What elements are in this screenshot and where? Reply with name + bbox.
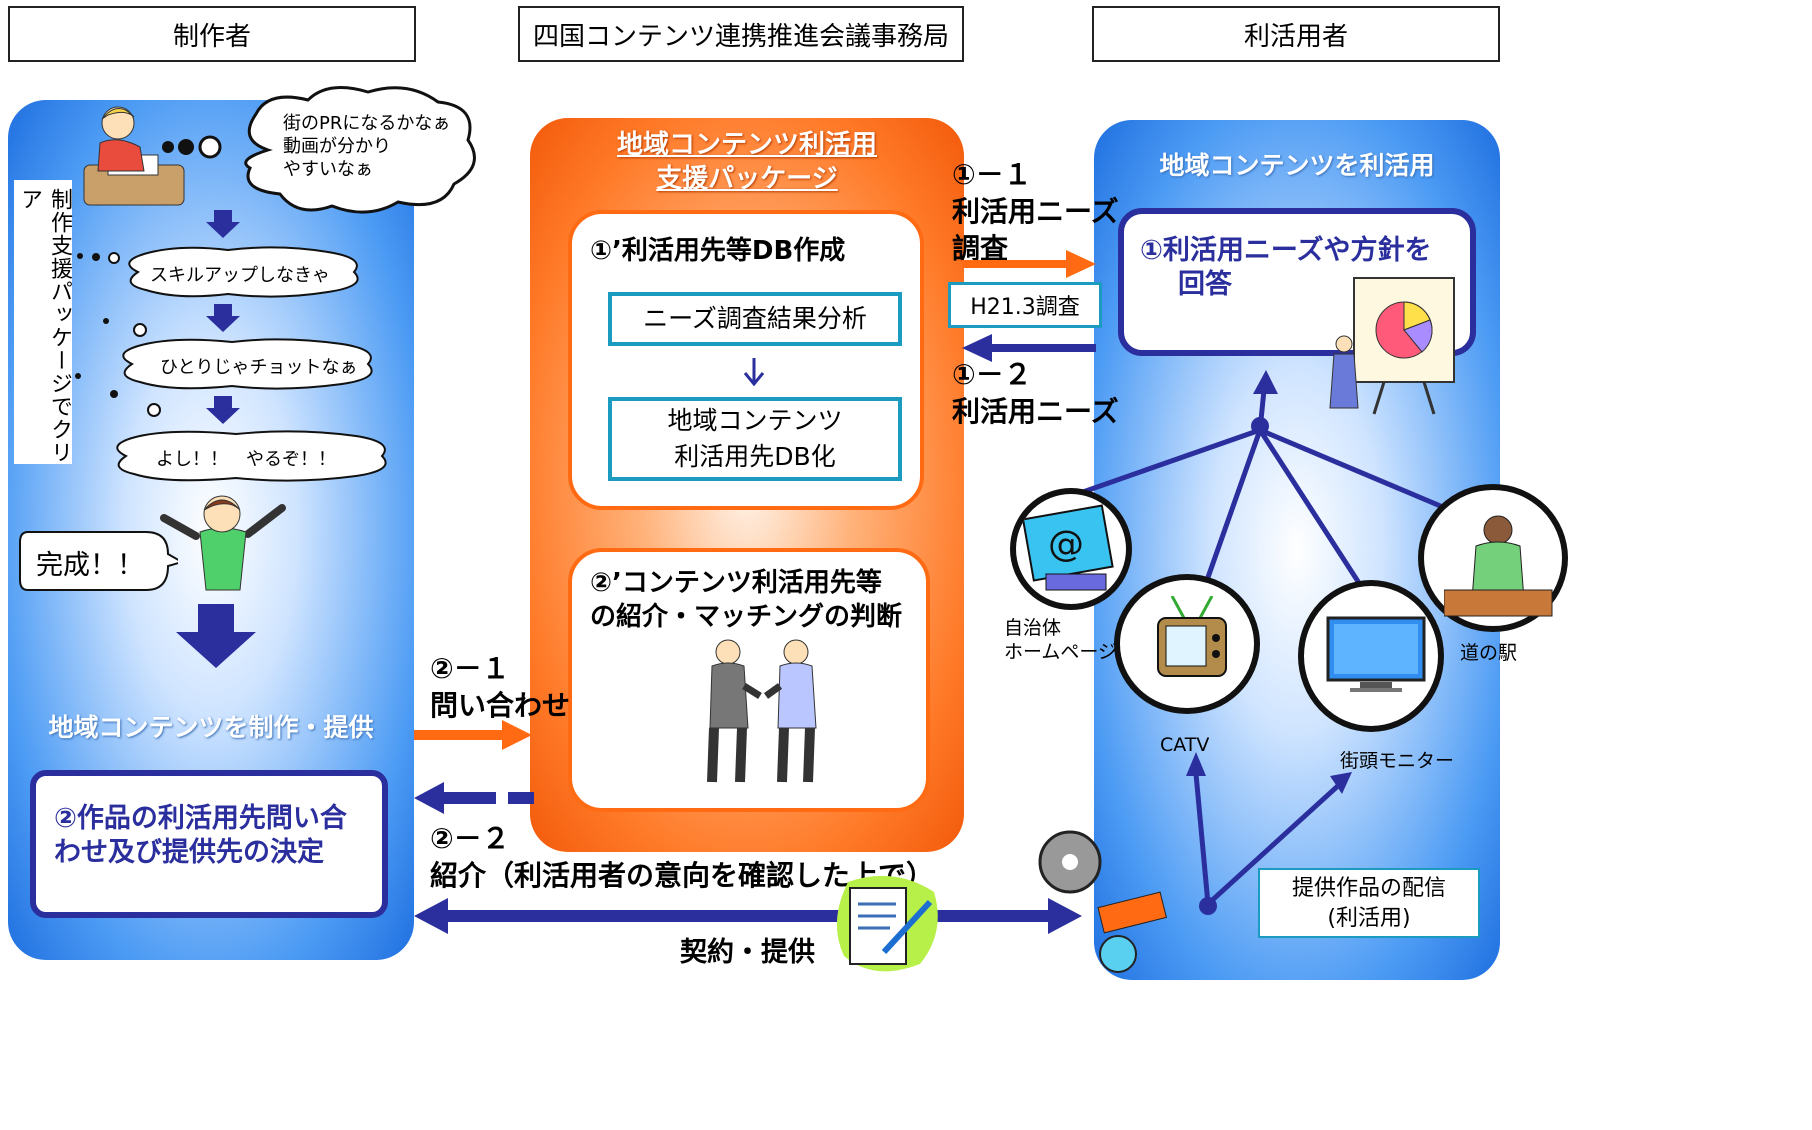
michinoeki-label: 道の駅 — [1460, 642, 1518, 664]
homepage-label-line-2: ホームページ — [1004, 641, 1118, 663]
matching-title: ②’コンテンツ利活用先等 の紹介・マッチングの判断 — [590, 566, 902, 634]
survey-label: ①－１ 利活用ニーズ 調査 — [952, 156, 1119, 267]
header-secretariat: 四国コンテンツ連携推進会議事務局 — [518, 6, 964, 62]
thought-text: 街のPRになるかなぁ 動画が分かり やすいなぁ — [283, 112, 450, 181]
vertical-label: 制作支援パッケージでクリア — [17, 188, 72, 464]
thought-cloud — [244, 86, 476, 214]
decision-box: ②作品の利活用先問い合 わせ及び提供先の決定 — [30, 770, 388, 918]
presentation-chart-illustration — [1329, 277, 1455, 415]
inquiry-line-2: 問い合わせ — [430, 689, 571, 722]
flat-monitor-icon — [1326, 616, 1426, 692]
contract-document-icon — [836, 875, 938, 972]
matching-line-2: の紹介・マッチングの判断 — [590, 602, 903, 632]
survey-date-box: H21.3調査 — [948, 282, 1102, 328]
homepage-label-line-1: 自治体 — [1004, 617, 1062, 639]
thought-line-3: やすいなぁ — [283, 159, 373, 180]
needs-line-1: ①－２ — [952, 358, 1032, 391]
needs-arrow — [962, 334, 1096, 362]
inquiry-arrow — [414, 720, 532, 750]
down-arrow-3 — [206, 396, 240, 424]
homepage-circle: @ — [1010, 488, 1132, 610]
answer-line-2: 回答 — [1178, 269, 1232, 300]
needs-analysis-box: ニーズ調査結果分析 — [608, 292, 902, 346]
media-reels-icon — [1038, 830, 1167, 973]
header-user-label: 利活用者 — [1243, 21, 1348, 52]
delivery-line-1: 提供作品の配信 — [1291, 876, 1446, 901]
db-box-line-1: 地域コンテンツ — [667, 406, 843, 435]
homepage-label: 自治体 ホームページ — [1004, 616, 1117, 664]
thought-line-1: 街のPRになるかなぁ — [283, 113, 451, 134]
cloud-3-shape — [116, 430, 387, 482]
support-package-title: 地域コンテンツ利活用 支援パッケージ — [530, 128, 964, 196]
svg-text:@: @ — [1048, 524, 1084, 565]
inquiry-label: ②－１ 問い合わせ — [430, 650, 570, 724]
contract-label: 契約・提供 — [680, 937, 815, 968]
matching-line-1: ②’コンテンツ利活用先等 — [590, 568, 882, 598]
computer-at-icon: @ — [1021, 504, 1114, 591]
decision-line-2: わせ及び提供先の決定 — [54, 837, 324, 868]
thinking-person-illustration — [83, 106, 185, 206]
survey-line-3: 調査 — [952, 232, 1009, 265]
shop-clerk-icon — [1443, 515, 1553, 617]
decision-line-1: ②作品の利活用先問い合 — [54, 803, 347, 834]
needs-analysis-label: ニーズ調査結果分析 — [643, 304, 867, 333]
cloud-1-shape — [128, 246, 359, 298]
delivery-line-2: (利活用) — [1327, 906, 1411, 931]
catv-label: CATV — [1160, 734, 1210, 756]
delivery-box: 提供作品の配信 (利活用) — [1258, 868, 1480, 938]
header-secretariat-label: 四国コンテンツ連携推進会議事務局 — [532, 21, 949, 52]
survey-date-label: H21.3調査 — [970, 295, 1080, 320]
channel-network — [1059, 370, 1451, 915]
survey-line-2: 利活用ニーズ — [952, 195, 1119, 228]
cloud-2-text: ひとりじゃチョットなぁ — [160, 357, 358, 378]
contract-arrow — [414, 898, 1082, 934]
cloud-1-text: スキルアップしなきゃ — [150, 265, 330, 286]
big-down-arrow — [176, 604, 256, 668]
support-title-line-2: 支援パッケージ — [656, 164, 838, 194]
db-box-line-2: 利活用先DB化 — [674, 442, 836, 471]
creator-panel-title: 地域コンテンツを制作・提供 — [48, 713, 374, 742]
support-title-line-1: 地域コンテンツ利活用 — [616, 130, 877, 160]
header-user: 利活用者 — [1092, 6, 1500, 62]
analysis-arrow — [743, 358, 765, 386]
thought-line-2: 動画が分かり — [283, 136, 391, 157]
down-arrow-2 — [206, 304, 240, 332]
down-arrow-1 — [206, 210, 240, 238]
monitor-label: 街頭モニター — [1340, 750, 1455, 772]
monitor-circle — [1298, 580, 1444, 732]
header-creator-label: 制作者 — [172, 21, 251, 52]
db-box: 地域コンテンツ 利活用先DB化 — [608, 397, 902, 481]
inquiry-line-1: ②－１ — [430, 652, 510, 685]
cheering-person-illustration — [160, 495, 286, 591]
michinoeki-circle — [1418, 484, 1568, 632]
complete-text: 完成！！ — [36, 550, 144, 581]
intro-arrow-dashed — [414, 782, 534, 814]
handshake-illustration — [707, 639, 817, 783]
survey-line-1: ①－１ — [952, 158, 1032, 191]
user-panel-title: 地域コンテンツを利活用 — [1159, 151, 1435, 180]
bubble-dots — [75, 252, 161, 417]
cloud-3-text: よし！！ やるぞ！！ — [156, 449, 336, 470]
tv-icon — [1157, 595, 1227, 677]
survey-arrow — [962, 250, 1096, 278]
header-creator: 制作者 — [8, 6, 416, 62]
answer-line-1: ①利活用ニーズや方針を — [1140, 235, 1432, 266]
thought-dots — [162, 135, 222, 159]
answer-box: ①利活用ニーズや方針を 回答 — [1118, 208, 1476, 356]
intro-line-1: ②－２ — [430, 822, 510, 855]
db-creation-title: ①’利活用先等DB作成 — [590, 236, 846, 266]
needs-line-2: 利活用ニーズ — [952, 395, 1119, 428]
complete-speech-bubble — [19, 531, 178, 591]
needs-label: ①－２ 利活用ニーズ — [952, 356, 1119, 430]
catv-circle — [1114, 574, 1260, 714]
matching-box: ②’コンテンツ利活用先等 の紹介・マッチングの判断 — [568, 548, 930, 812]
vertical-label-box: 制作支援パッケージでクリア — [14, 180, 72, 464]
cloud-2-shape — [122, 338, 373, 390]
